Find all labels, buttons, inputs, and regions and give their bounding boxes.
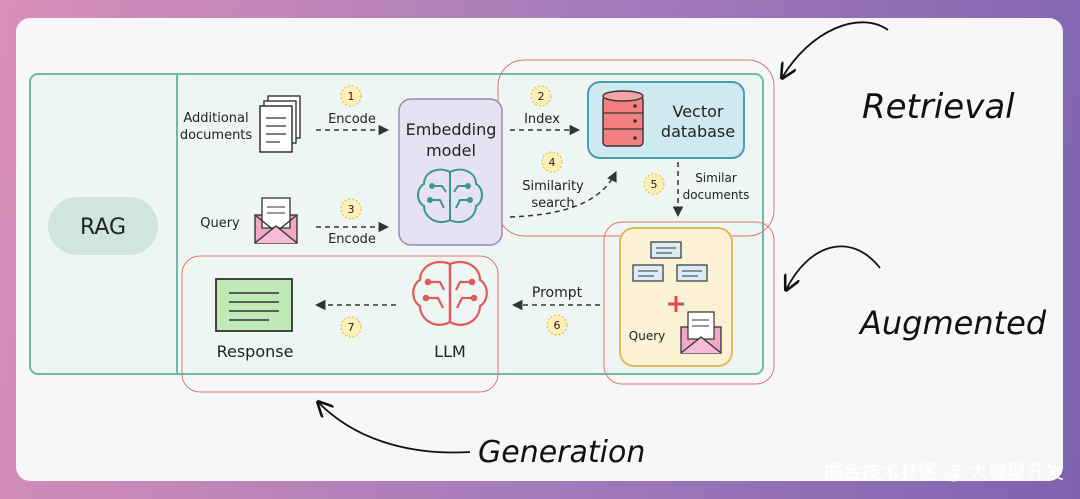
generation-arrow — [318, 402, 471, 454]
step-badge-2 — [530, 85, 552, 107]
edge-label-similarity-line2: search — [531, 196, 574, 211]
step-number-6: 6 — [554, 319, 561, 332]
retrieved-docs-icon — [632, 241, 708, 282]
step-number-7: 7 — [348, 321, 355, 334]
generation-region — [181, 255, 499, 393]
edge-label-encode-3: Encode — [328, 232, 376, 247]
docs-label-line1: Additional — [183, 111, 248, 126]
step-number-3: 3 — [348, 203, 355, 216]
docs-label-line2: documents — [180, 128, 253, 143]
embedding-label-line2: model — [426, 141, 476, 160]
query-label-augmented: Query — [629, 329, 665, 343]
augmented-region — [603, 221, 775, 385]
vector-label-line2: database — [661, 122, 735, 141]
augmented-arrow — [786, 245, 881, 290]
step-number-4: 4 — [549, 156, 556, 169]
brain-icon — [417, 168, 483, 224]
query-envelope-icon-augmented — [680, 311, 722, 354]
edge-label-index: Index — [524, 112, 560, 127]
edge-label-encode-1: Encode — [328, 112, 376, 127]
query-envelope-icon — [254, 197, 298, 244]
step-badge-5 — [643, 173, 665, 195]
step-badge-7 — [340, 316, 362, 338]
edge-arrow-4 — [509, 171, 617, 218]
edge-label-similar-line2: documents — [683, 188, 750, 202]
watermark: 掘金技术社区 @ 大模型开发 — [824, 461, 1064, 483]
step-badge-4 — [541, 151, 563, 173]
retrieval-annotation: Retrieval — [862, 87, 1015, 127]
response-box — [215, 278, 293, 332]
query-label-top: Query — [200, 216, 240, 231]
plus-icon — [668, 296, 684, 312]
step-number-2: 2 — [538, 90, 545, 103]
response-label: Response — [217, 342, 294, 361]
llm-label: LLM — [434, 342, 466, 361]
step-badge-3 — [340, 198, 362, 220]
edge-label-similar-line1: Similar — [695, 171, 737, 185]
database-icon — [602, 90, 644, 147]
step-badge-6 — [546, 314, 568, 336]
rag-pill — [48, 197, 158, 255]
step-number-5: 5 — [651, 178, 658, 191]
retrieval-arrow — [782, 21, 889, 78]
documents-icon — [259, 95, 301, 153]
rag-panel — [29, 73, 764, 375]
edge-label-similarity-line1: Similarity — [522, 179, 584, 194]
rag-label: RAG — [80, 215, 126, 240]
llm-brain-icon — [412, 260, 488, 326]
vector-label-line1: Vector — [673, 102, 724, 121]
generation-annotation: Generation — [478, 435, 645, 470]
step-badge-1 — [340, 85, 362, 107]
embedding-label-line1: Embedding — [406, 120, 497, 139]
augmented-annotation: Augmented — [858, 304, 1047, 342]
edge-label-prompt: Prompt — [532, 285, 583, 301]
step-number-1: 1 — [348, 90, 355, 103]
